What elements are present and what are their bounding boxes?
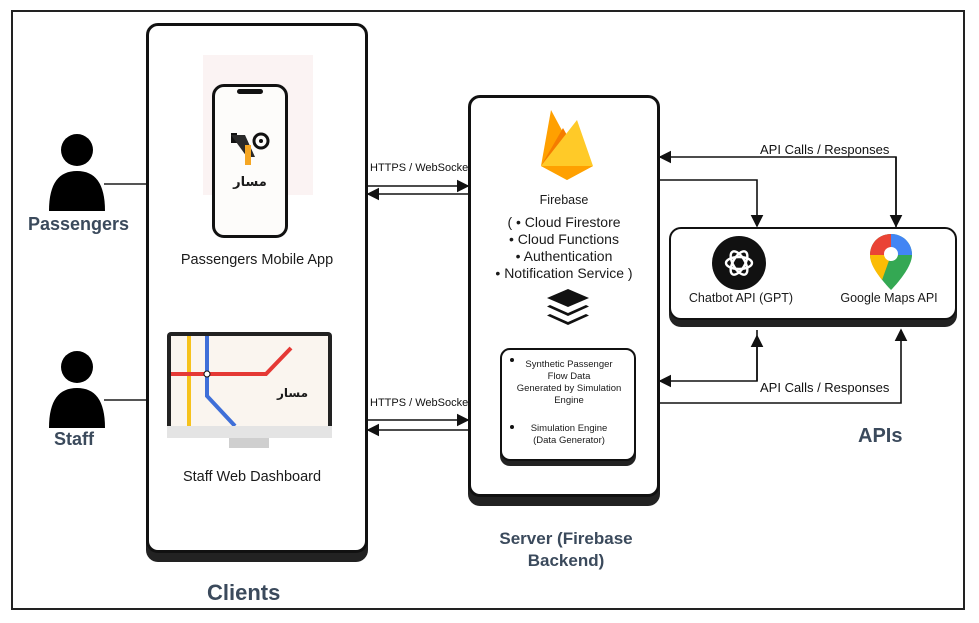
- simulation-item-1: Synthetic Passenger Flow Data Generated …: [516, 359, 622, 406]
- staff-label: Staff: [54, 429, 94, 449]
- app-logo-icon: [227, 127, 275, 172]
- service-item: • Notification Service ): [495, 265, 633, 281]
- https-websocket-bottom-label: HTTPS / WebSocket: [370, 397, 472, 409]
- server-title-line-1: Server (Firebase: [499, 529, 633, 548]
- monitor-chin: [167, 426, 332, 438]
- passenger-person-icon: [47, 133, 107, 216]
- api-bottom-outer: [660, 328, 908, 404]
- api-calls-bottom-label: API Calls / Responses: [760, 380, 890, 395]
- openai-logo-icon: [712, 236, 766, 295]
- firebase-services-list: ( • Cloud Firestore • Cloud Functions • …: [468, 214, 660, 282]
- monitor-screen: مسار: [171, 336, 328, 426]
- api-bottom-inner: [658, 330, 758, 388]
- service-item: • Authentication: [515, 248, 613, 264]
- service-item: ( • Cloud Firestore: [507, 214, 621, 230]
- metro-map-graphic: [171, 336, 293, 426]
- api-top-outer: [658, 150, 897, 232]
- diagram-frame: [11, 10, 965, 610]
- simulation-item-2: Simulation Engine (Data Generator): [530, 423, 608, 446]
- monitor-stand: [229, 438, 269, 448]
- mobile-app-label: Passengers Mobile App: [180, 252, 334, 268]
- phone-notch: [237, 89, 263, 94]
- google-maps-api-label: Google Maps API: [840, 291, 938, 305]
- https-websocket-top-label: HTTPS / WebSocket: [370, 162, 472, 174]
- server-title: Server (Firebase Backend): [468, 528, 664, 572]
- apis-title: APIs: [858, 425, 903, 447]
- google-maps-pin-icon: [870, 234, 912, 295]
- app-brand-text: مسار: [233, 175, 267, 190]
- firebase-flame-icon: [537, 106, 597, 187]
- service-item: • Cloud Functions: [509, 231, 619, 247]
- dashboard-monitor-mockup: مسار: [167, 332, 332, 450]
- dashboard-label: Staff Web Dashboard: [182, 469, 322, 485]
- simulation-bullet-1: [510, 358, 514, 362]
- layers-stack-icon: [547, 289, 589, 332]
- server-title-line-2: Backend): [527, 551, 605, 570]
- simulation-bullet-2: [510, 425, 514, 429]
- staff-person-icon: [47, 350, 107, 433]
- dashboard-brand-text: مسار: [277, 386, 309, 400]
- mobile-phone-mockup: مسار: [212, 84, 288, 238]
- clients-title: Clients: [207, 580, 281, 605]
- api-calls-top-label: API Calls / Responses: [760, 142, 890, 157]
- passengers-label: Passengers: [28, 214, 130, 234]
- simulation-card: [500, 348, 636, 461]
- firebase-label: Firebase: [539, 193, 589, 207]
- api-top-inner: [660, 179, 764, 228]
- chatbot-api-label: Chatbot API (GPT): [688, 291, 794, 305]
